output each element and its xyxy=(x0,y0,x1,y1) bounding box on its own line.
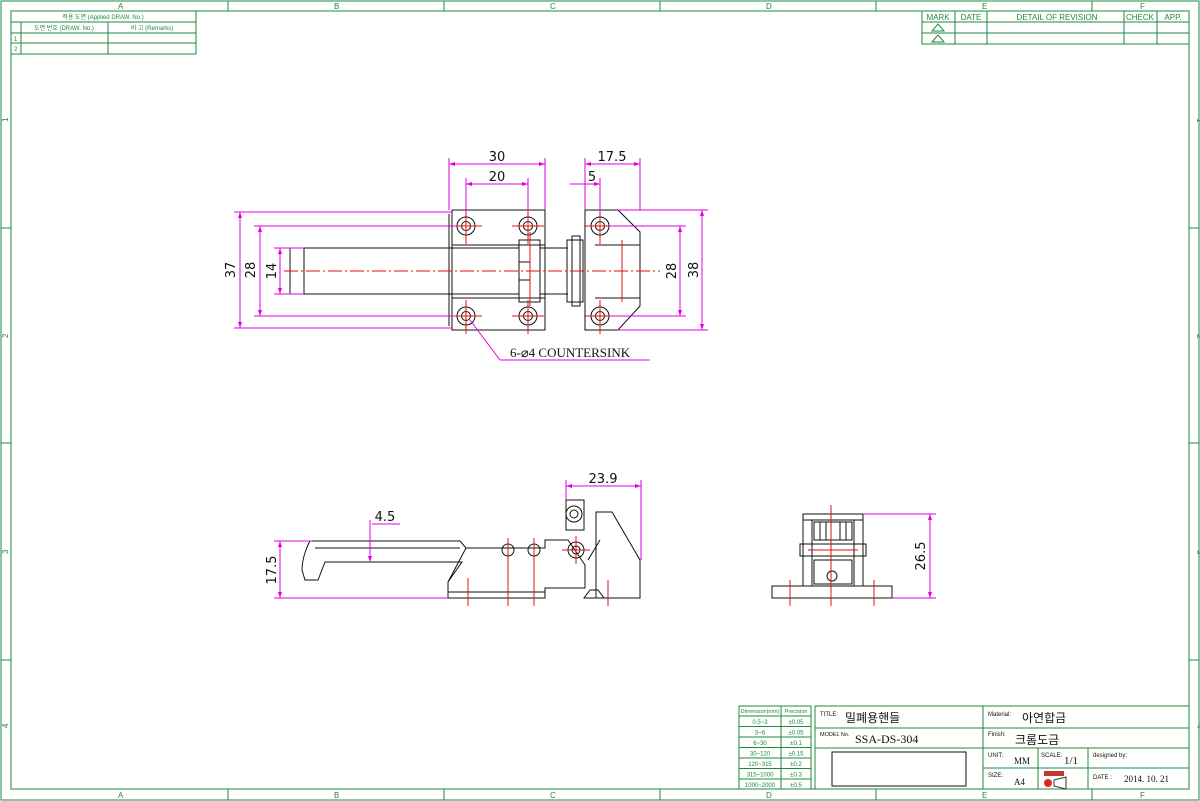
col-label-a-bottom: A xyxy=(118,791,124,800)
tolerance-range: 1000~2000 xyxy=(745,783,776,789)
dim-5: 5 xyxy=(588,170,596,185)
revision-triangle-icon xyxy=(930,23,946,32)
tolerance-head-precision: Precision xyxy=(785,709,808,715)
applied-drawing-table: 적용 도면 (Applied DRAW. No.) 도면 번호 (DRAW. N… xyxy=(10,10,197,55)
row-label-2: 2 xyxy=(1,333,10,338)
tolerance-value: ±0.2 xyxy=(790,762,802,768)
tolerance-range: 120~315 xyxy=(748,762,772,768)
dim-26-5: 26.5 xyxy=(914,542,929,571)
col-label-d-bottom: D xyxy=(766,791,772,800)
revision-detail-header: DETAIL OF REVISION xyxy=(1017,13,1098,22)
col-label-d: D xyxy=(766,2,772,11)
col-label-f: F xyxy=(1140,2,1145,11)
finish-value: 크롬도금 xyxy=(1015,733,1059,747)
title-label: TITLE: xyxy=(820,712,838,718)
col-label-e: E xyxy=(982,2,987,11)
col-label-a: A xyxy=(118,2,124,11)
tolerance-table: Dimension(mm) Precision 0.5~3 ±0.05 3~6 … xyxy=(738,705,812,790)
col-label-f-bottom: F xyxy=(1140,791,1145,800)
side-view-dimensions: 23.9 4.5 17.5 xyxy=(265,472,642,599)
dim-23-9: 23.9 xyxy=(589,472,618,487)
tolerance-range: 3~6 xyxy=(755,731,766,737)
applied-col-drawing-no: 도면 번호 (DRAW. No.) xyxy=(34,24,94,32)
col-label-c: C xyxy=(550,2,556,11)
model-value: SSA-DS-304 xyxy=(855,732,918,746)
material-value: 아연합금 xyxy=(1022,711,1066,725)
row-label-1: 1 xyxy=(1,117,10,122)
model-label: MODEL No. xyxy=(820,732,850,738)
tolerance-range: 315~1000 xyxy=(747,773,775,779)
countersink-note: 6-⌀4 COUNTERSINK xyxy=(510,345,631,360)
tolerance-value: ±0.1 xyxy=(790,741,802,747)
dim-17-5-side: 17.5 xyxy=(265,556,280,585)
col-label-c-bottom: C xyxy=(550,791,556,800)
applied-table-header: 적용 도면 (Applied DRAW. No.) xyxy=(62,13,144,21)
tolerance-value: ±0.5 xyxy=(790,783,802,789)
drawing-number-box xyxy=(831,751,967,787)
tolerance-range: 6~30 xyxy=(753,741,767,747)
dim-30: 30 xyxy=(489,150,506,165)
tolerance-value: ±0.15 xyxy=(789,752,805,758)
dim-20: 20 xyxy=(489,170,506,185)
unit-label: UNIT: xyxy=(988,753,1003,759)
row-labels: 1 2 3 4 1 2 3 4 xyxy=(1,117,1200,729)
column-labels-top: A B C D E F xyxy=(118,2,1145,11)
revision-table: MARK DATE DETAIL OF REVISION CHECK APP. xyxy=(921,10,1190,45)
revision-triangle-icon xyxy=(930,34,946,43)
company-logo xyxy=(1044,771,1067,790)
column-labels-bottom: A B C D E F xyxy=(118,791,1145,800)
applied-row-1: 1 xyxy=(14,37,18,43)
tolerance-range: 30~120 xyxy=(750,752,771,758)
dim-4-5: 4.5 xyxy=(375,510,396,525)
side-view xyxy=(301,499,641,606)
scale-value: 1/1 xyxy=(1064,755,1078,767)
size-value: A4 xyxy=(1014,777,1025,787)
dim-38: 38 xyxy=(687,262,702,279)
revision-app-header: APP. xyxy=(1164,13,1181,22)
unit-value: MM xyxy=(1014,756,1030,766)
finish-label: Finish: xyxy=(988,732,1006,738)
revision-check-header: CHECK xyxy=(1126,13,1155,22)
top-view xyxy=(284,209,660,334)
end-view-dimensions: 26.5 xyxy=(863,513,936,599)
dim-14: 14 xyxy=(265,263,280,280)
revision-date-header: DATE xyxy=(961,13,982,22)
revision-mark-header: MARK xyxy=(926,13,950,22)
tolerance-range: 0.5~3 xyxy=(752,720,768,726)
row-label-3: 3 xyxy=(1,549,10,554)
size-label: SIZE: xyxy=(988,773,1003,779)
title-value: 밀폐용핸들 xyxy=(845,710,900,725)
material-label: Material: xyxy=(988,712,1011,718)
designed-by-label: designed by: xyxy=(1093,753,1127,759)
dim-28-left: 28 xyxy=(244,262,259,279)
tolerance-value: ±0.3 xyxy=(790,773,802,779)
dim-28-right: 28 xyxy=(665,263,680,280)
col-label-e-bottom: E xyxy=(982,791,987,800)
dim-37: 37 xyxy=(224,262,239,279)
date-label: DATE : xyxy=(1093,775,1112,781)
dim-17-5-top: 17.5 xyxy=(598,150,627,165)
end-view xyxy=(771,505,893,606)
applied-col-remarks: 비 고 (Remarks) xyxy=(131,24,173,32)
tolerance-value: ±0.05 xyxy=(789,720,805,726)
top-view-dimensions: 30 20 17.5 5 37 28 14 28 38 6-⌀4 COUNTER… xyxy=(224,150,708,361)
col-label-b: B xyxy=(334,2,339,11)
row-label-1-right: 1 xyxy=(1195,118,1200,123)
row-label-4: 4 xyxy=(1,723,10,728)
applied-row-2: 2 xyxy=(14,47,18,53)
tolerance-value: ±0.05 xyxy=(789,731,805,737)
row-label-4-right: 4 xyxy=(1195,724,1200,729)
row-label-3-right: 3 xyxy=(1195,550,1200,555)
row-label-2-right: 2 xyxy=(1195,334,1200,339)
title-block: TITLE: 밀폐용핸들 MODEL No. SSA-DS-304 Materi… xyxy=(814,705,1190,790)
col-label-b-bottom: B xyxy=(334,791,339,800)
date-value: 2014. 10. 21 xyxy=(1124,774,1169,784)
tolerance-head-dimension: Dimension(mm) xyxy=(741,709,780,715)
scale-label: SCALE: xyxy=(1041,753,1063,759)
